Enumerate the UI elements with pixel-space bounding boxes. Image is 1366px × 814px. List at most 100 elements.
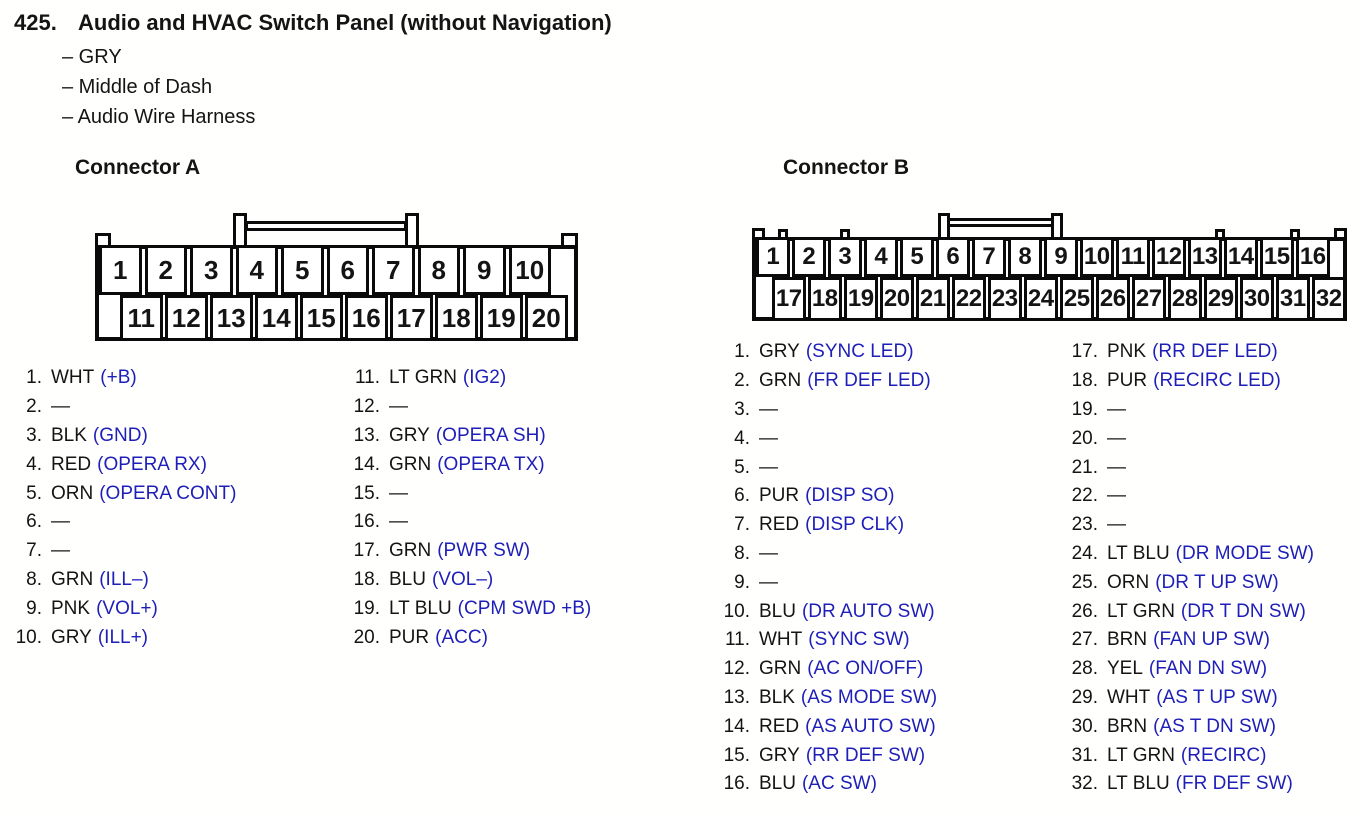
pin-cell: 7 [372,245,415,295]
signal-name: (DISP SO) [805,485,895,507]
pin-row: 5.ORN(OPERA CONT) [8,479,236,508]
signal-name: (AS T DN SW) [1153,715,1276,737]
pin-row: 19.— [1064,396,1314,425]
wire-color: RED [759,715,800,737]
pin-row: 6.PUR(DISP SO) [716,482,937,511]
pin-number: 16. [723,773,750,795]
pin-row: 15.— [346,479,591,508]
wire-color: BRN [1107,715,1148,737]
pin-row: 3.BLK(GND) [8,422,236,451]
pin-cell: 29 [1204,277,1238,321]
pin-row: 23. — [1064,511,1314,540]
pin-cell: 13 [210,295,253,341]
pin-row: 3.— [716,396,937,425]
connector-b-pin-list-col1: 1.GRY(SYNC LED)2.GRN(FR DEF LED)3.—4.—5.… [716,338,938,799]
pin-number: 9. [734,571,750,593]
pin-number: 15. [723,744,750,766]
detail-line: – GRY [62,46,122,68]
pin-cell: 14 [1224,237,1258,277]
pin-cell: 11 [1116,237,1150,277]
pin-cell: 4 [235,245,278,295]
pin-number: 4. [26,453,42,475]
signal-name: (AC SW) [801,773,877,795]
pin-number: 25. [1071,571,1098,593]
pin-row: 13.GRY(OPERA SH) [346,422,591,451]
pin-row: 10.GRY(ILL+) [8,623,236,652]
pin-cell: 17 [390,295,433,341]
signal-name: (ILL–) [99,568,149,590]
connector-b-pin-list-col2: 17.PNK(RR DEF LED)18.PUR(RECIRC LED)19.—… [1064,338,1314,799]
wire-color: LT GRN [1107,600,1175,622]
signal-name: (RECIRC) [1180,744,1267,766]
pin-row: 17.GRN(PWR SW) [346,537,591,566]
wire-color: GRY [759,341,800,363]
pin-cell: 26 [1096,277,1130,321]
pin-row: 29.WHT(AS T UP SW) [1064,684,1314,713]
corner-notch-right [561,233,578,245]
pin-number: 8. [26,568,42,590]
pin-row: 4.RED(OPERA RX) [8,450,236,479]
pin-cell: 4 [864,237,898,277]
pin-number: 29. [1071,686,1098,708]
pin-cell: 15 [1260,237,1294,277]
wire-color: PNK [51,597,91,619]
pin-row: 9.— [716,568,937,597]
connector-a-pin-list-col1: 1.WHT(+B)2.—3.BLK(GND)4.RED(OPERA RX)5.O… [8,364,237,652]
wire-color: GRN [759,658,802,680]
wire-color: GRY [51,626,92,648]
pin-row: 7. — [8,537,236,566]
wire-color: LT GRN [1107,744,1175,766]
signal-name: (FAN UP SW) [1153,629,1270,651]
signal-name: (OPERA SH) [435,424,546,446]
pin-cell: 2 [792,237,826,277]
signal-name: (RECIRC LED) [1153,370,1281,392]
pin-number: 13. [723,686,750,708]
pin-cell: 8 [1008,237,1042,277]
pin-cell: 1 [756,237,790,277]
signal-name: (OPERA CONT) [99,482,237,504]
pin-cell: 19 [844,277,878,321]
pin-cell: 10 [508,245,551,295]
wire-color: — [51,396,70,418]
corner-notch-right [1334,228,1347,237]
pin-row: 19.LT BLU(CPM SWD +B) [346,594,592,623]
pin-number: 4. [734,427,750,449]
alignment-bump [1290,229,1300,237]
pin-row: 15.GRY(RR DEF SW) [716,741,937,770]
wire-color: — [759,398,778,420]
pin-number: 6. [734,485,750,507]
pin-cell: 14 [255,295,298,341]
connector-a-pin-list-col2: 11.LT GRN(IG2)12.—13.GRY(OPERA SH)14.GRN… [346,364,592,652]
signal-name: (FR DEF SW) [1175,773,1293,795]
pin-cell: 23 [988,277,1022,321]
pin-cell: 6 [326,245,369,295]
pin-cell: 7 [972,237,1006,277]
pin-cell: 20 [880,277,914,321]
pin-number: 23. [1071,514,1098,536]
pin-row: 18.BLU(VOL–) [346,566,591,595]
signal-name: (PWR SW) [437,540,531,562]
pin-number: 27. [1071,629,1098,651]
pin-cell: 21 [916,277,950,321]
signal-name: (FR DEF LED) [807,370,931,392]
wire-color: — [51,540,70,562]
pin-number: 7. [26,540,42,562]
signal-name: (OPERA TX) [437,453,545,475]
pin-cell: 22 [952,277,986,321]
pin-number: 30. [1071,715,1098,737]
wire-color: GRY [389,424,430,446]
pin-row: 9.PNK(VOL+) [8,594,236,623]
pin-number: 10. [15,626,42,648]
lock-tab-bar [946,218,1058,227]
wire-color: — [1107,514,1126,536]
signal-name: (DISP CLK) [805,514,905,536]
pin-row: 4.— [716,424,937,453]
pin-cell: 24 [1024,277,1058,321]
wire-color: LT BLU [389,597,452,619]
pin-row: 7.RED(DISP CLK) [716,511,937,540]
wire-color: ORN [51,482,94,504]
